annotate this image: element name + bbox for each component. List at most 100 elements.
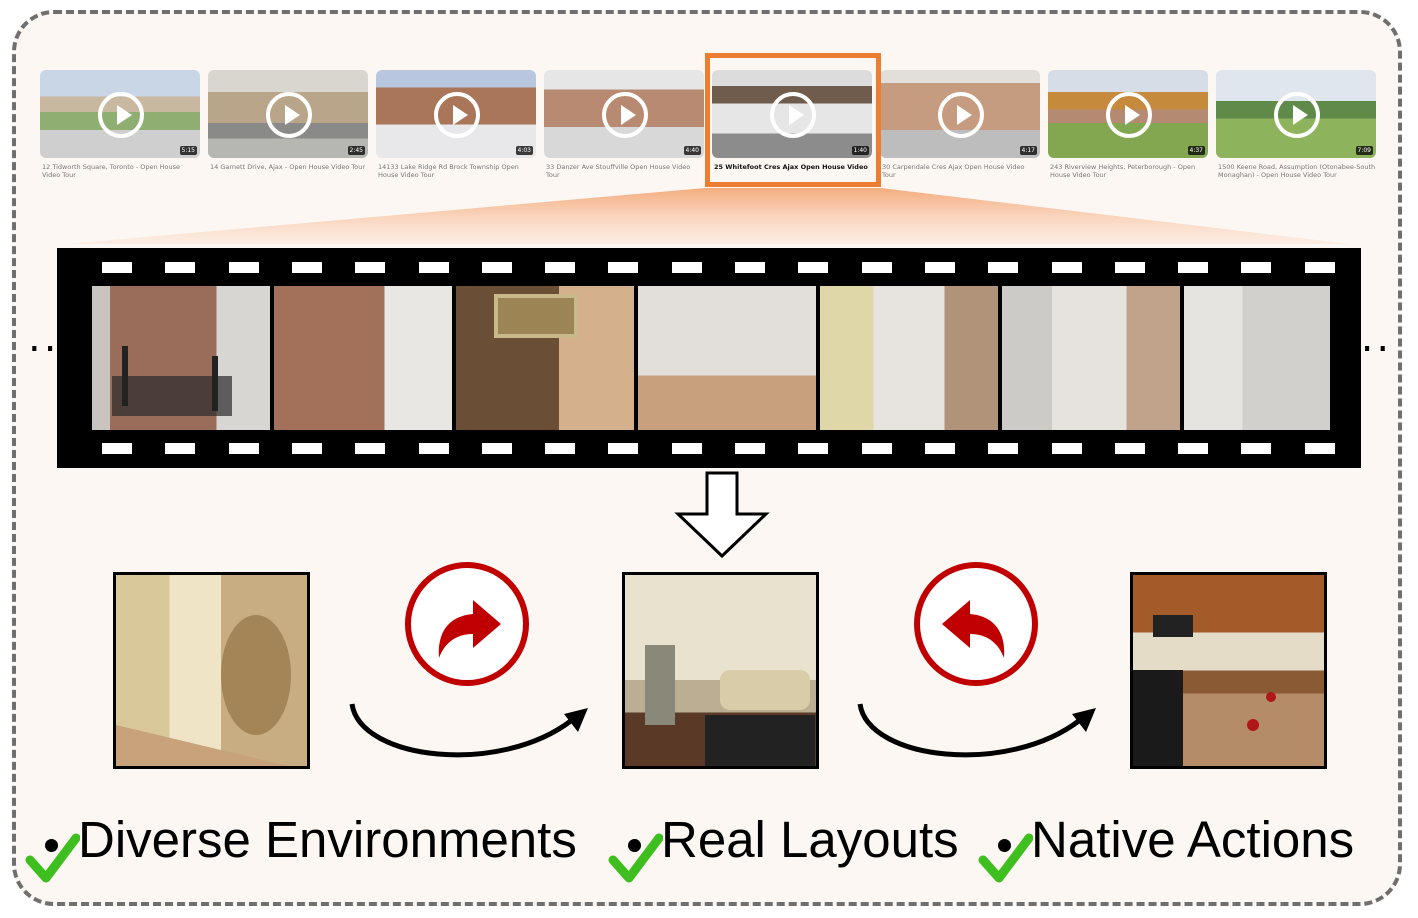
check-icon [608, 833, 663, 883]
video-duration: 4:03 [515, 146, 533, 155]
film-sprocket-hole [861, 262, 892, 273]
film-sprocket-hole [228, 443, 259, 454]
film-sprocket-hole [924, 262, 955, 273]
video-thumbnail[interactable]: 2:45 14 Garnett Drive, Ajax - Open House… [208, 70, 368, 171]
film-sprocket-hole [798, 262, 829, 273]
video-thumbnail[interactable]: 5:15 12 Tidworth Square, Toronto - Open … [40, 70, 200, 179]
film-sprocket-hole [102, 262, 132, 273]
turn-right-arrow-icon [405, 562, 529, 686]
film-sprocket-hole [418, 443, 449, 454]
film-frame [820, 286, 998, 430]
living-room-photo [622, 572, 819, 769]
film-sprocket-hole [355, 443, 386, 454]
play-circle-icon[interactable] [266, 92, 312, 138]
bullet-icon [628, 839, 641, 852]
video-title[interactable]: 30 Carpendale Cres Ajax Open House Video… [882, 163, 1025, 179]
film-sprocket-hole [1114, 262, 1145, 273]
play-circle-icon[interactable] [770, 92, 816, 138]
curved-arrow-icon [349, 703, 588, 758]
hollow-down-arrow-icon [674, 471, 770, 559]
feature-label: Diverse Environments [78, 811, 577, 868]
video-thumbnail[interactable]: 4:17 30 Carpendale Cres Ajax Open House … [880, 70, 1040, 179]
film-frame [638, 286, 816, 430]
film-sprocket-hole [1241, 443, 1272, 454]
film-strip [57, 248, 1361, 468]
video-thumbnail[interactable]: 4:03 14133 Lake Ridge Rd Brock Township … [376, 70, 536, 179]
bullet-icon [45, 839, 58, 852]
curved-arrow-icon [857, 703, 1096, 758]
film-frame [1184, 286, 1330, 430]
video-thumbnail-selected[interactable]: 1:40 25 Whitefoot Cres Ajax Open House V… [712, 70, 872, 171]
film-sprocket-hole [608, 262, 639, 273]
video-duration: 2:45 [347, 146, 365, 155]
film-sprocket-hole [165, 443, 196, 454]
check-icon [25, 833, 80, 883]
film-sprocket-hole [1114, 443, 1145, 454]
film-sprocket-hole [924, 443, 955, 454]
film-sprocket-hole [735, 443, 765, 454]
film-sprocket-hole [1304, 443, 1335, 454]
video-thumbnail[interactable]: 4:40 33 Danzer Ave Stouffville Open Hous… [544, 70, 704, 179]
kitchen-photo [1130, 572, 1327, 769]
hallway-photo [113, 572, 310, 769]
film-sprocket-hole [798, 443, 829, 454]
film-sprocket-hole [608, 443, 639, 454]
video-title[interactable]: 1500 Keene Road, Assumption (Otonabee-So… [1218, 163, 1376, 179]
film-sprocket-hole [1304, 262, 1335, 273]
video-title[interactable]: 243 Riverview Heights, Peterborough - Op… [1050, 163, 1196, 179]
film-sprocket-hole [481, 262, 512, 273]
film-sprocket-hole [735, 262, 765, 273]
ellipsis-left: ... [28, 315, 76, 361]
film-sprocket-hole [1178, 262, 1209, 273]
film-sprocket-hole [228, 262, 259, 273]
film-sprocket-hole [671, 443, 702, 454]
play-circle-icon[interactable] [434, 92, 480, 138]
film-sprocket-hole [291, 262, 322, 273]
film-sprocket-hole [418, 262, 449, 273]
ellipsis-right: ... [1345, 315, 1393, 361]
film-frame [92, 286, 270, 430]
video-thumbnail[interactable]: 4:37 243 Riverview Heights, Peterborough… [1048, 70, 1208, 179]
film-sprocket-hole [545, 262, 576, 273]
film-sprocket-hole [861, 443, 892, 454]
video-title[interactable]: 33 Danzer Ave Stouffville Open House Vid… [546, 163, 691, 179]
video-duration: 1:40 [851, 146, 869, 155]
film-sprocket-hole [165, 262, 196, 273]
film-sprocket-hole [1051, 443, 1082, 454]
video-title[interactable]: 25 Whitefoot Cres Ajax Open House Video [714, 163, 868, 171]
video-thumbnail-strip: 5:15 12 Tidworth Square, Toronto - Open … [40, 70, 1376, 190]
film-sprocket-hole [355, 262, 386, 273]
video-duration: 4:40 [683, 146, 701, 155]
play-circle-icon[interactable] [602, 92, 648, 138]
film-sprocket-hole [1051, 262, 1082, 273]
film-sprocket-hole [988, 443, 1019, 454]
film-frame [1002, 286, 1180, 430]
bullet-icon [998, 839, 1011, 852]
film-sprocket-hole [545, 443, 576, 454]
play-circle-icon[interactable] [98, 92, 144, 138]
feature-label: Real Layouts [661, 811, 959, 868]
play-circle-icon[interactable] [938, 92, 984, 138]
selected-video-highlight [705, 53, 881, 187]
video-duration: 7:09 [1355, 146, 1373, 155]
film-sprocket-hole [1178, 443, 1209, 454]
feature-labels: Diverse Environments Real Layouts Native… [20, 810, 1400, 900]
video-title[interactable]: 14133 Lake Ridge Rd Brock Township Open … [378, 163, 519, 179]
play-circle-icon[interactable] [1274, 92, 1320, 138]
film-sprocket-hole [291, 443, 322, 454]
film-sprocket-hole [481, 443, 512, 454]
play-circle-icon[interactable] [1106, 92, 1152, 138]
film-sprocket-hole [671, 262, 702, 273]
film-sprocket-hole [988, 262, 1019, 273]
video-title[interactable]: 14 Garnett Drive, Ajax - Open House Vide… [210, 163, 365, 171]
video-duration: 4:37 [1187, 146, 1205, 155]
turn-left-arrow-icon [914, 562, 1038, 686]
film-sprocket-hole [102, 443, 132, 454]
video-thumbnail[interactable]: 7:09 1500 Keene Road, Assumption (Otonab… [1216, 70, 1376, 179]
check-icon [978, 833, 1033, 883]
film-frame [456, 286, 634, 430]
film-sprocket-hole [1241, 262, 1272, 273]
video-title[interactable]: 12 Tidworth Square, Toronto - Open House… [42, 163, 181, 179]
film-frame [274, 286, 452, 430]
